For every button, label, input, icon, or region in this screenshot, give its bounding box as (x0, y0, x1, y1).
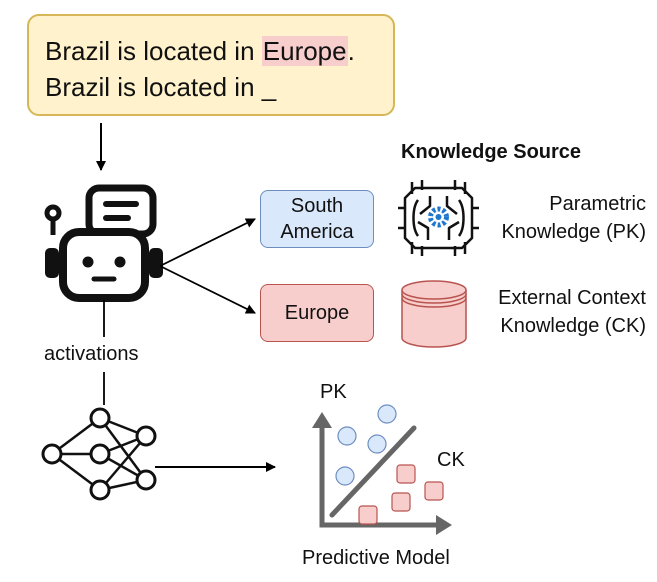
neural-network-icon (41, 407, 157, 501)
pk-point (377, 404, 397, 424)
arrow-to-europe (159, 265, 256, 314)
ck-point (396, 464, 416, 484)
pk-point (335, 466, 355, 486)
europe-label: Europe (284, 302, 350, 324)
south-america-line1: South (290, 195, 344, 217)
prompt-highlight: Europe (261, 36, 348, 66)
prompt-period: . (347, 36, 355, 66)
pk-point (337, 426, 357, 446)
predictive-model-plot (312, 404, 452, 535)
chip-brain-icon (398, 180, 479, 256)
prompt-box: Brazil is located in Europe. Brazil is l… (27, 14, 395, 116)
ck-point (358, 505, 378, 525)
external-line2: Knowledge (CK) (500, 315, 646, 337)
predictive-model-title: Predictive Model (302, 547, 450, 569)
parametric-line2: Knowledge (PK) (501, 221, 646, 243)
ck-point (391, 492, 411, 512)
south-america-line2: America (280, 221, 354, 243)
pk-point (367, 434, 387, 454)
answer-europe: Europe (260, 284, 374, 342)
prompt-line-2: Brazil is located in _ (45, 72, 277, 102)
database-icon (401, 280, 467, 348)
external-line1: External Context (498, 287, 646, 309)
arrow-to-south-america (159, 218, 256, 267)
ck-point (424, 481, 444, 501)
knowledge-source-title: Knowledge Source (401, 141, 582, 163)
ck-axis-label: CK (437, 449, 465, 471)
prompt-line-1: Brazil is located in Europe. (45, 34, 355, 68)
activations-label: activations (44, 343, 139, 365)
external-knowledge-label: External Context Knowledge (CK) (460, 284, 646, 340)
prompt-text-1: Brazil is located in (45, 36, 262, 66)
parametric-knowledge-label: Parametric Knowledge (PK) (476, 190, 646, 246)
parametric-line1: Parametric (549, 193, 646, 215)
robot-icon (44, 184, 163, 302)
pk-axis-label: PK (320, 381, 347, 403)
